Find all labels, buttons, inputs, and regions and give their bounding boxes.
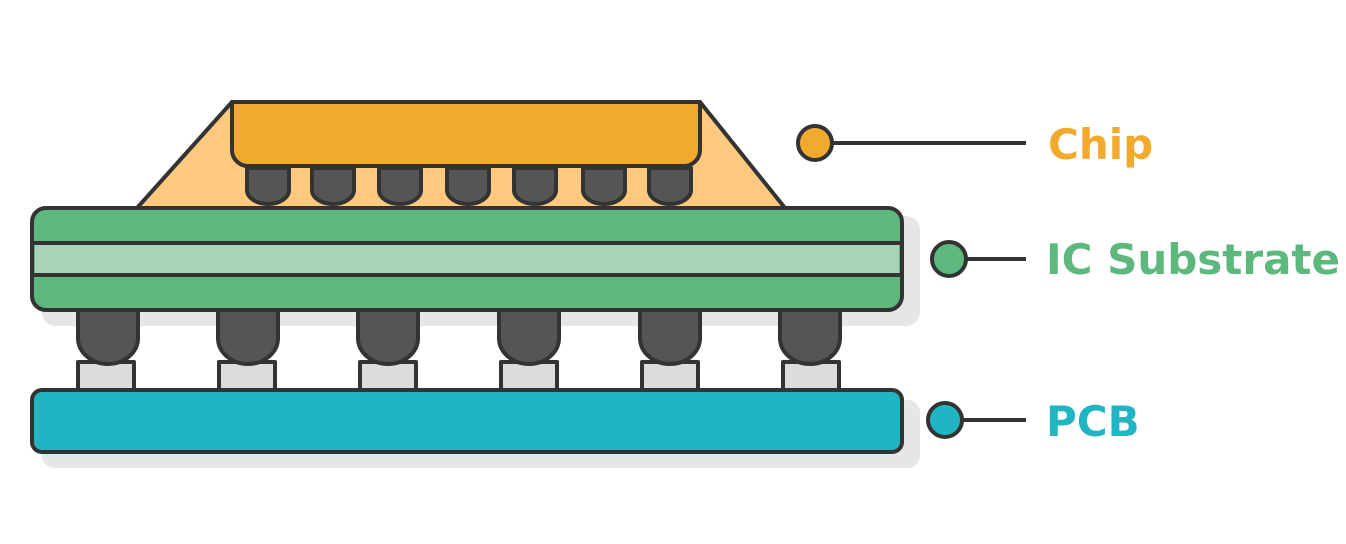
substrate-label: IC Substrate (1046, 235, 1340, 284)
micro-bump (512, 166, 558, 206)
solder-ball-group (638, 306, 702, 392)
callout-substrate: IC Substrate (930, 235, 1340, 284)
solder-ball-group (778, 306, 842, 392)
micro-bump (377, 166, 423, 206)
solder-ball-group (216, 306, 280, 392)
pcb-pad (781, 360, 841, 392)
pcb-pad (499, 360, 559, 392)
solder-ball-group (356, 306, 420, 392)
pcb-pad (76, 360, 136, 392)
solder-ball (76, 306, 140, 366)
callout-chip: Chip (796, 120, 1153, 169)
micro-bump (245, 166, 291, 206)
chip-label: Chip (1048, 120, 1153, 169)
callout-dot (930, 240, 968, 278)
pcb-pad (358, 360, 418, 392)
solder-ball (638, 306, 702, 366)
chip-bumps (245, 166, 693, 206)
callout-dot (796, 124, 834, 162)
ic-substrate (30, 206, 904, 312)
pcb-pad (217, 360, 277, 392)
micro-bump (310, 166, 356, 206)
callout-pcb: PCB (926, 397, 1140, 446)
pcb-board (30, 388, 904, 454)
chip-die (230, 100, 702, 168)
micro-bump (647, 166, 693, 206)
bga-balls (76, 306, 842, 392)
solder-ball (778, 306, 842, 366)
solder-ball-group (76, 306, 140, 392)
solder-ball-group (497, 306, 561, 392)
pcb-label: PCB (1046, 397, 1140, 446)
callout-dot (926, 401, 964, 439)
micro-bump (445, 166, 491, 206)
solder-ball (216, 306, 280, 366)
pcb-pad (640, 360, 700, 392)
substrate-core-layer (35, 243, 899, 275)
solder-ball (497, 306, 561, 366)
micro-bump (581, 166, 627, 206)
solder-ball (356, 306, 420, 366)
